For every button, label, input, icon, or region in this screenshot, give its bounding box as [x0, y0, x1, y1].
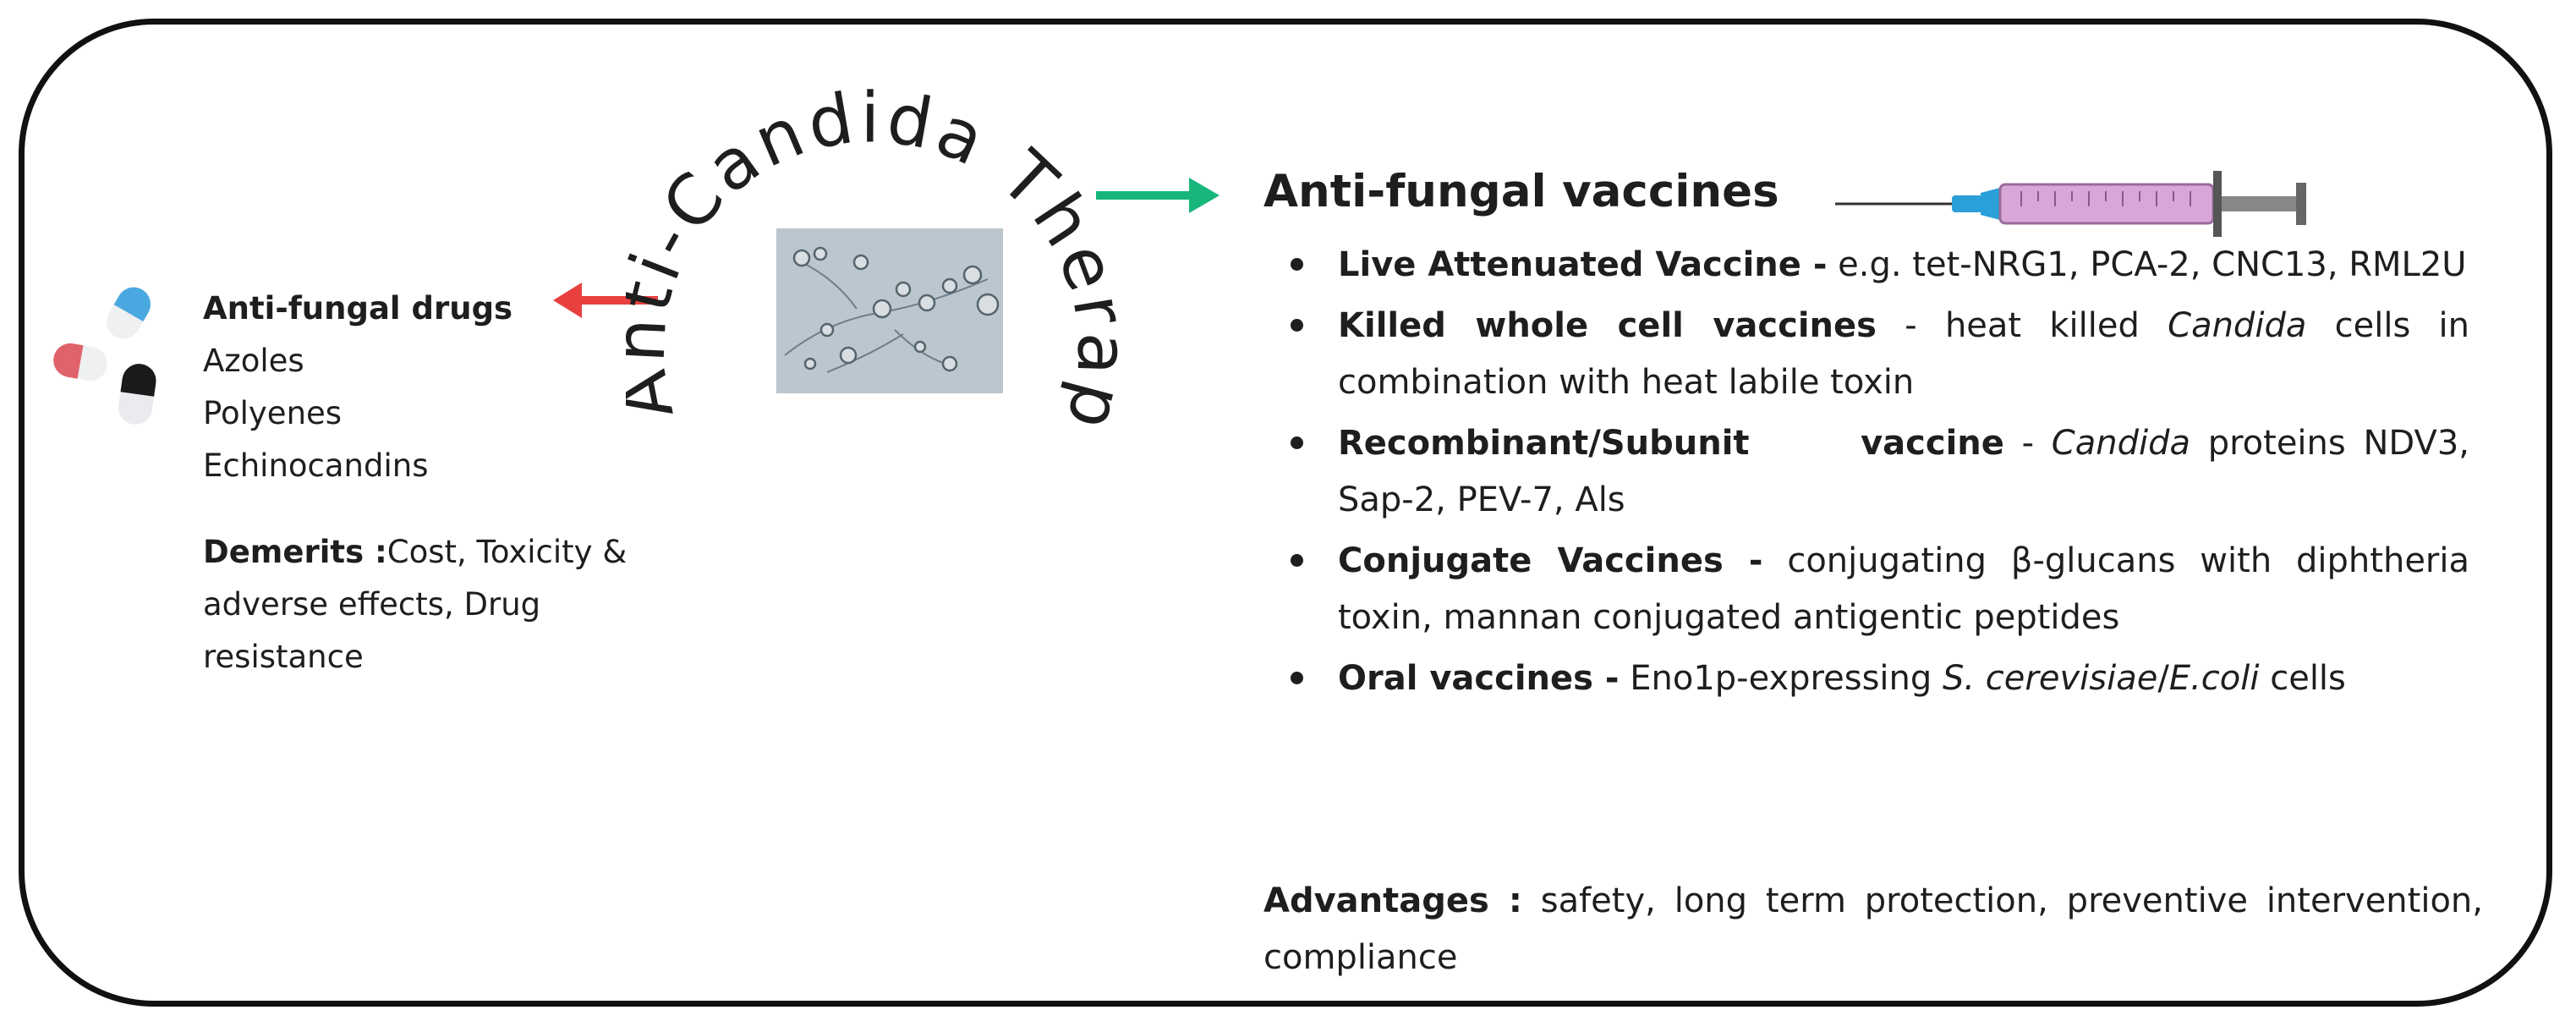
syringe-icon	[1835, 171, 2306, 237]
bullet-icon	[1291, 436, 1303, 449]
item-text: -	[2003, 424, 2052, 463]
item-italic: Candida	[2051, 424, 2190, 463]
item-text: cells in combination with heat labile to…	[1338, 306, 2470, 402]
item-label: Recombinant/Subunit vaccine	[1338, 424, 2004, 463]
list-item: Conjugate Vaccines - conjugating β-gluca…	[1285, 533, 2469, 646]
vaccine-list: Live Attenuated Vaccine - e.g. tet-NRG1,…	[1285, 237, 2469, 711]
antifungal-vaccines-title: Anti-fungal vaccines	[1263, 166, 1779, 217]
item-italic: Candida	[2168, 306, 2307, 345]
arrow-left	[553, 283, 658, 318]
item-text: - heat killed	[1876, 306, 2168, 345]
bullet-icon	[1291, 319, 1303, 332]
advantages-value: safety, long term protection, preventive…	[1263, 881, 2483, 977]
bullet-icon	[1291, 258, 1303, 271]
item-label: Oral vaccines -	[1338, 659, 1620, 698]
item-text: proteins NDV3, Sap-2, PEV-7, Als	[1338, 424, 2469, 519]
item-italic: S. cerevisiae	[1942, 659, 2158, 698]
drug-item: Echinocandins	[203, 447, 429, 484]
item-text: conjugating β-glucans with diphtheria to…	[1338, 541, 2469, 637]
item-text: Eno1p-expressing	[1619, 659, 1943, 698]
list-item: Recombinant/Subunit vaccine - Candida pr…	[1285, 415, 2469, 529]
demerits-value: Cost, Toxicity & adverse effects, Drug r…	[203, 534, 628, 675]
diagram-frame	[19, 19, 2552, 1007]
antifungal-drugs-title: Anti-fungal drugs	[203, 290, 513, 327]
list-item: Oral vaccines - Eno1p-expressing S. cere…	[1285, 650, 2469, 707]
bullet-icon	[1291, 554, 1303, 567]
item-text: e.g. tet-NRG1, PCA-2, CNC13, RML2U	[1827, 245, 2467, 284]
list-item: Live Attenuated Vaccine - e.g. tet-NRG1,…	[1285, 237, 2469, 294]
antifungal-drugs-block: Anti-fungal drugs Azoles Polyenes Echino…	[203, 283, 512, 492]
item-label: Live Attenuated Vaccine -	[1338, 245, 1828, 284]
item-text: /	[2157, 659, 2169, 698]
list-item: Killed whole cell vaccines - heat killed…	[1285, 298, 2469, 411]
demerits-text: Demerits :Cost, Toxicity & adverse effec…	[203, 526, 677, 683]
pills-icon	[53, 287, 156, 425]
item-label: Killed whole cell vaccines	[1338, 306, 1877, 345]
item-label: Conjugate Vaccines -	[1338, 541, 1763, 580]
advantages-label: Advantages :	[1263, 881, 1522, 920]
arrow-right	[1096, 178, 1219, 213]
candida-micrograph	[776, 228, 1003, 393]
demerits-label: Demerits :	[203, 534, 387, 570]
advantages-text: Advantages : safety, long term protectio…	[1263, 873, 2483, 986]
item-text: cells	[2259, 659, 2346, 698]
bullet-icon	[1291, 672, 1303, 684]
drug-item: Azoles	[203, 343, 304, 379]
drug-item: Polyenes	[203, 395, 343, 431]
item-italic: E.coli	[2168, 659, 2260, 698]
